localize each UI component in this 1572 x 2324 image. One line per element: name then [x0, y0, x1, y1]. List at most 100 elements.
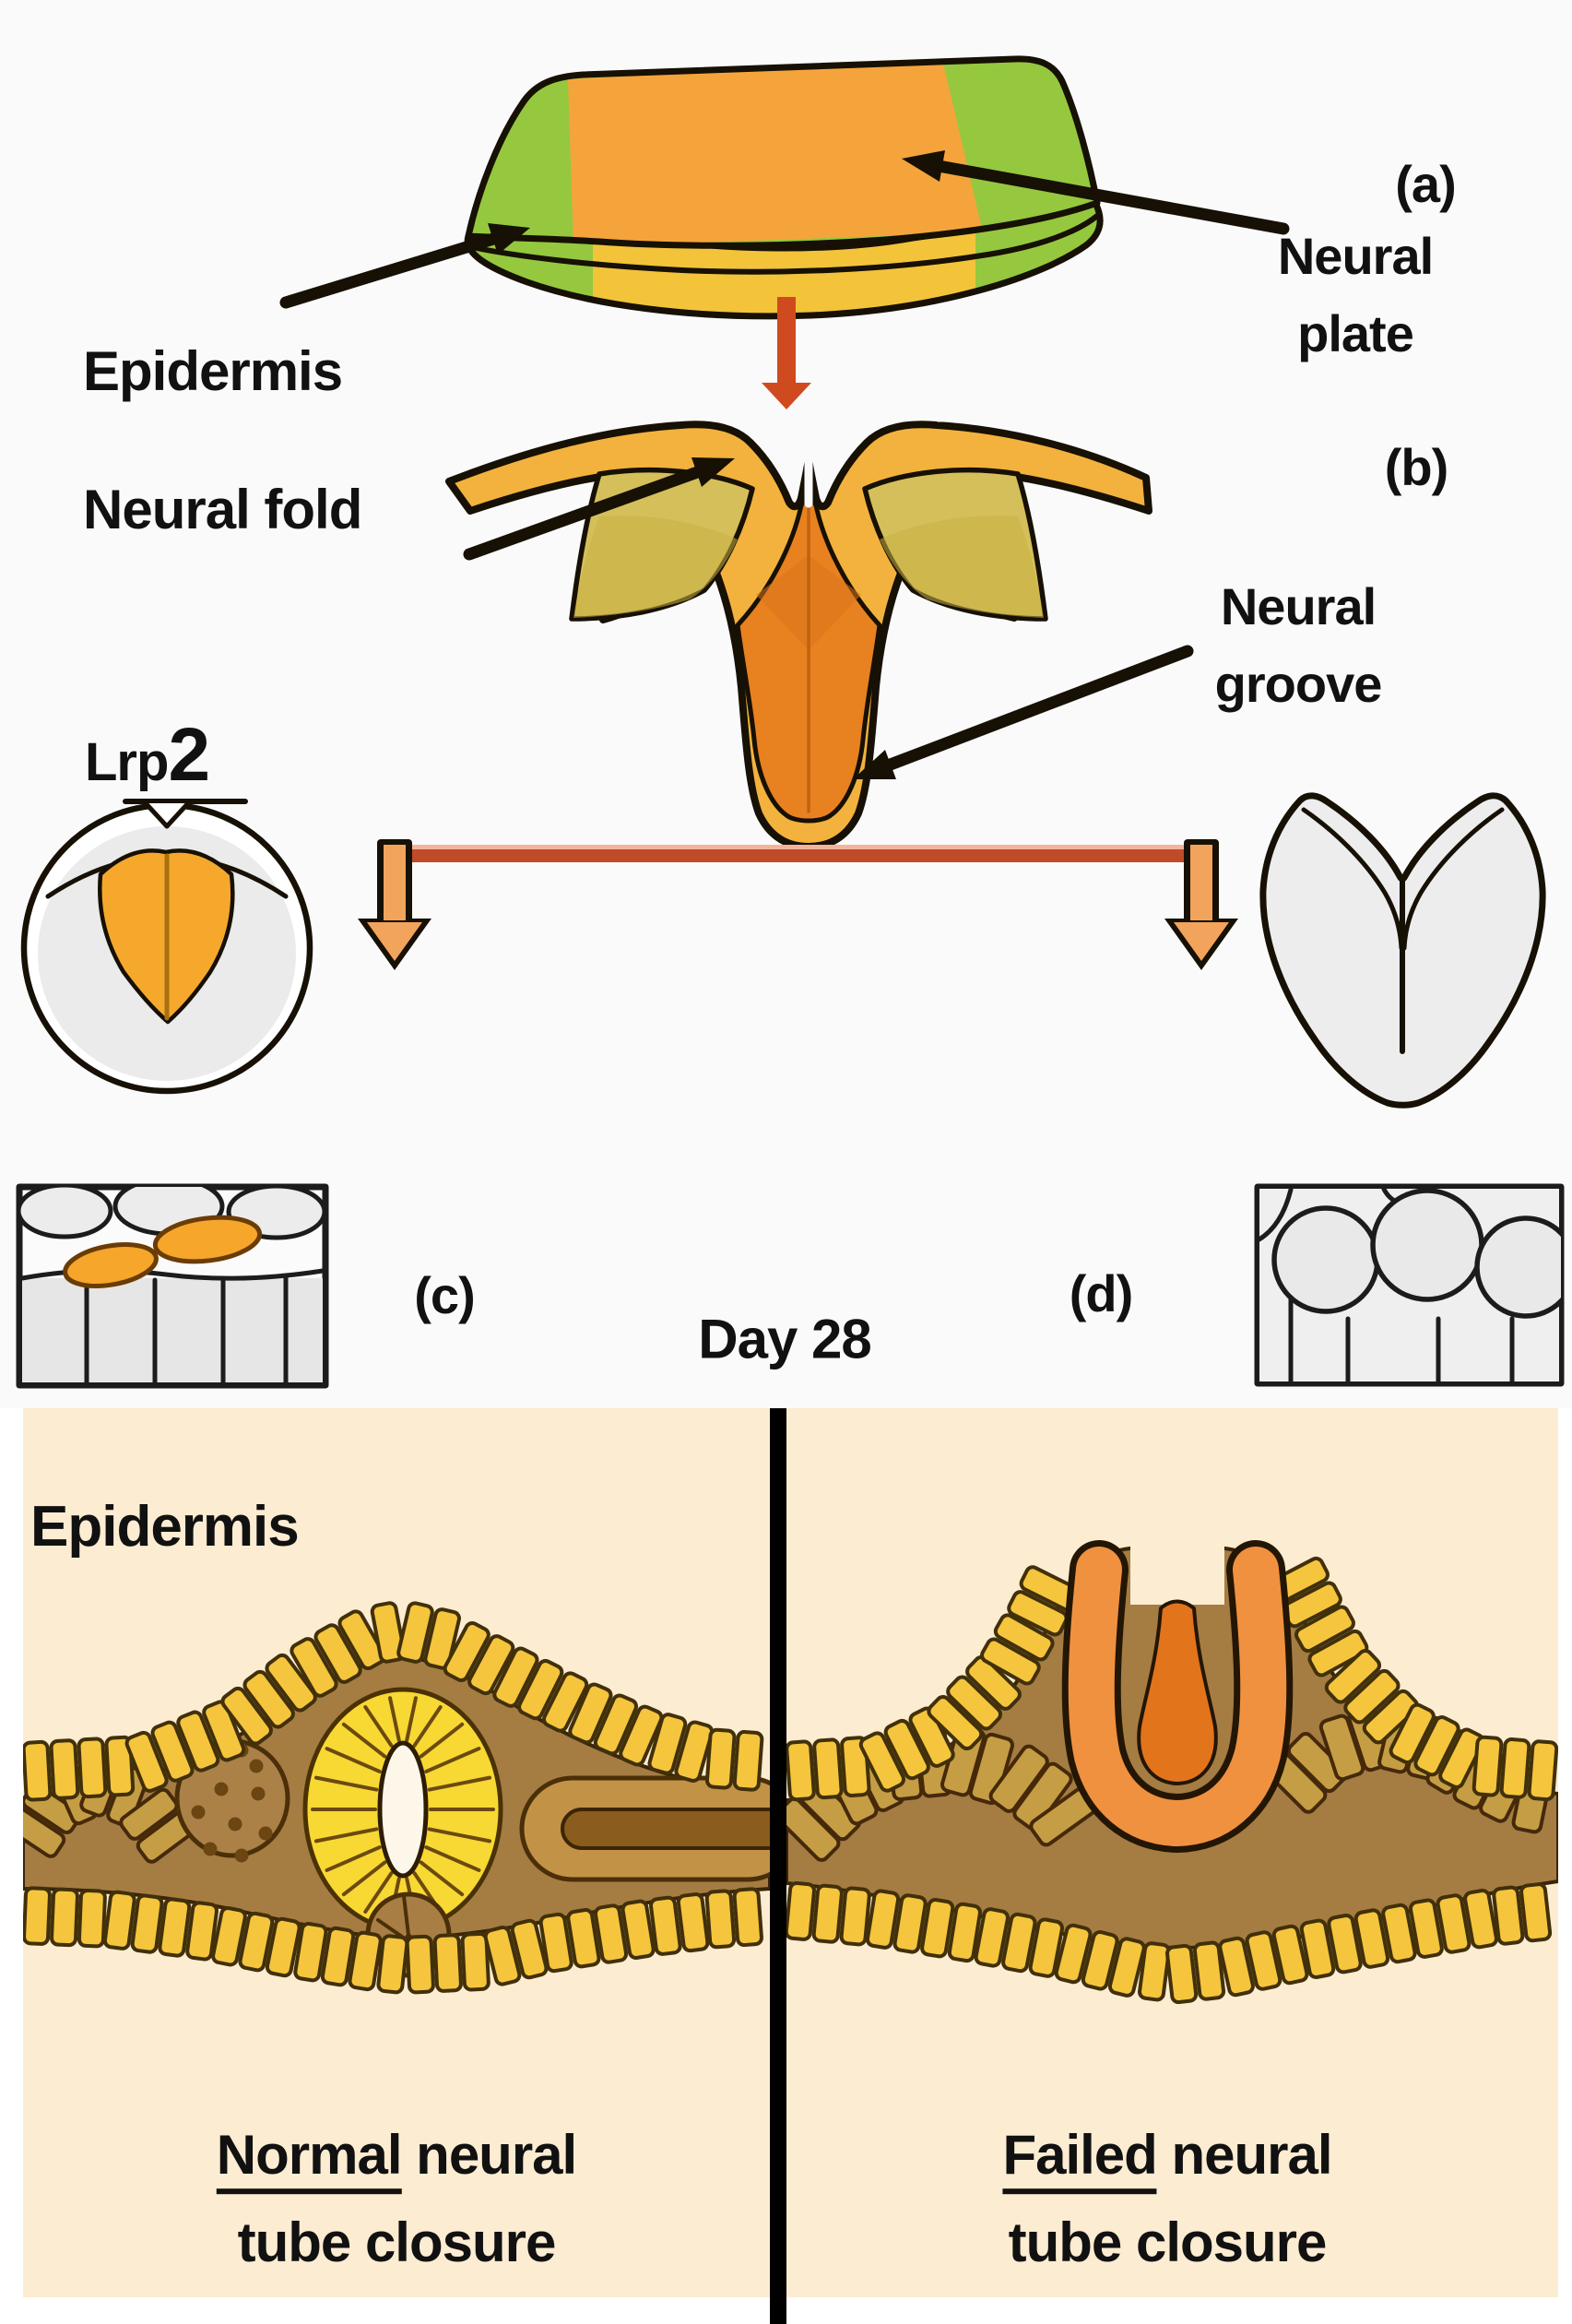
cell [202, 1700, 246, 1762]
tube-cell-divider [405, 1696, 418, 1742]
cell [1054, 1923, 1093, 1985]
branch-connector [358, 839, 1238, 970]
cell [211, 1905, 247, 1967]
neural-tube-cell-spokes [311, 1696, 495, 1923]
failed-closure-label: Failed neural tube closure [1002, 2112, 1333, 2287]
stage-a-tag: (a) [1395, 154, 1456, 213]
tube-cell-divider [419, 1860, 465, 1897]
neural-plate-line2: plate [1297, 304, 1414, 362]
tube-cell-divider [313, 1775, 379, 1792]
tube-cell-divider [424, 1845, 481, 1872]
tube-cell-divider [427, 1827, 492, 1844]
cell [1165, 1943, 1199, 2005]
cell [1438, 1727, 1485, 1789]
stage-d-tag: (d) [1069, 1263, 1134, 1322]
cell [460, 1931, 491, 1992]
neural-plate-illustration [464, 55, 1104, 320]
tube-cell-divider [419, 1722, 465, 1759]
tube-cell-divider [325, 1845, 382, 1872]
panel-d-cells [1254, 1183, 1565, 1387]
cell [1028, 1917, 1065, 1978]
epidermis-arrow [279, 223, 530, 309]
cell [376, 1934, 409, 1995]
cell [290, 1637, 338, 1698]
neural-groove-line2: groove [1214, 655, 1383, 713]
cell [1343, 1668, 1401, 1725]
cell [77, 1737, 108, 1799]
cell [927, 1694, 984, 1751]
cell [839, 1886, 871, 1947]
epidermis-cell-row-top-right-a [786, 1565, 1081, 1802]
cell [883, 1718, 930, 1781]
neural-fold-illustration [445, 421, 1152, 850]
cell [621, 1899, 656, 1960]
neural-groove-arrow [853, 645, 1194, 779]
cell [119, 1787, 179, 1841]
epidermis-cell-row-top-right-b [1268, 1556, 1558, 1802]
cell [1081, 1930, 1119, 1991]
cell [786, 1880, 816, 1941]
cell [49, 1738, 80, 1800]
cell [1362, 1689, 1420, 1745]
cell [176, 1710, 220, 1773]
cell [242, 1669, 295, 1729]
cell [432, 1933, 463, 1993]
panel-divider [770, 1408, 786, 2324]
cell [1353, 1908, 1390, 1969]
stage-b-tag: (b) [1384, 437, 1449, 496]
cell [510, 1918, 549, 1980]
cell [1472, 1735, 1504, 1797]
cell [980, 1637, 1041, 1686]
cell [908, 1706, 955, 1768]
tube-cell-divider [325, 1747, 382, 1773]
cell [541, 1671, 589, 1733]
normal-closure-label: Normal neural tube closure [216, 2112, 577, 2287]
lrp2-embryo-diagram [20, 799, 313, 1095]
normal-line2: tube closure [237, 2211, 557, 2273]
cell [865, 1889, 901, 1950]
cell [265, 1653, 317, 1713]
cell [1294, 1605, 1355, 1654]
cell [517, 1658, 564, 1721]
epidermis-bottom-label: Epidermis [30, 1495, 300, 1559]
cell [974, 1907, 1011, 1968]
cell [1327, 1913, 1363, 1974]
cell [265, 1916, 301, 1978]
failed-rest: neural [1156, 2124, 1332, 2187]
cell [77, 1888, 107, 1949]
neural-fold-arrow [463, 457, 735, 561]
tube-cell-divider [388, 1696, 401, 1742]
cell [492, 1646, 539, 1708]
neural-plate-label: Neural plate [1278, 218, 1434, 373]
cell [483, 1926, 522, 1986]
cell [946, 1675, 1003, 1731]
cell [1381, 1903, 1417, 1964]
cell [405, 1934, 435, 1995]
cell [158, 1897, 192, 1958]
neural-plate-arrow [902, 150, 1290, 235]
cell [786, 1739, 816, 1802]
cell [619, 1704, 664, 1767]
cell [1519, 1882, 1553, 1943]
open-tube-gap [1130, 1517, 1224, 1605]
neural-groove-label: Neural groove [1214, 568, 1383, 723]
cell [124, 1730, 169, 1793]
cell [858, 1731, 906, 1793]
cell [920, 1898, 955, 1959]
cell [1138, 1941, 1171, 2002]
cell [704, 1889, 737, 1950]
epidermis-cell-row-top-left [23, 1601, 764, 1802]
cell [593, 1693, 639, 1756]
cell [1492, 1885, 1525, 1946]
open-fold-diagram [1259, 792, 1546, 1109]
tube-cell-divider [363, 1705, 394, 1748]
cell [732, 1729, 764, 1792]
epidermis-cell-row-bottom-right [786, 1880, 1553, 2005]
cell [892, 1893, 928, 1954]
normal-word: Normal [216, 2124, 402, 2195]
cell [467, 1634, 515, 1696]
cell [947, 1902, 982, 1963]
